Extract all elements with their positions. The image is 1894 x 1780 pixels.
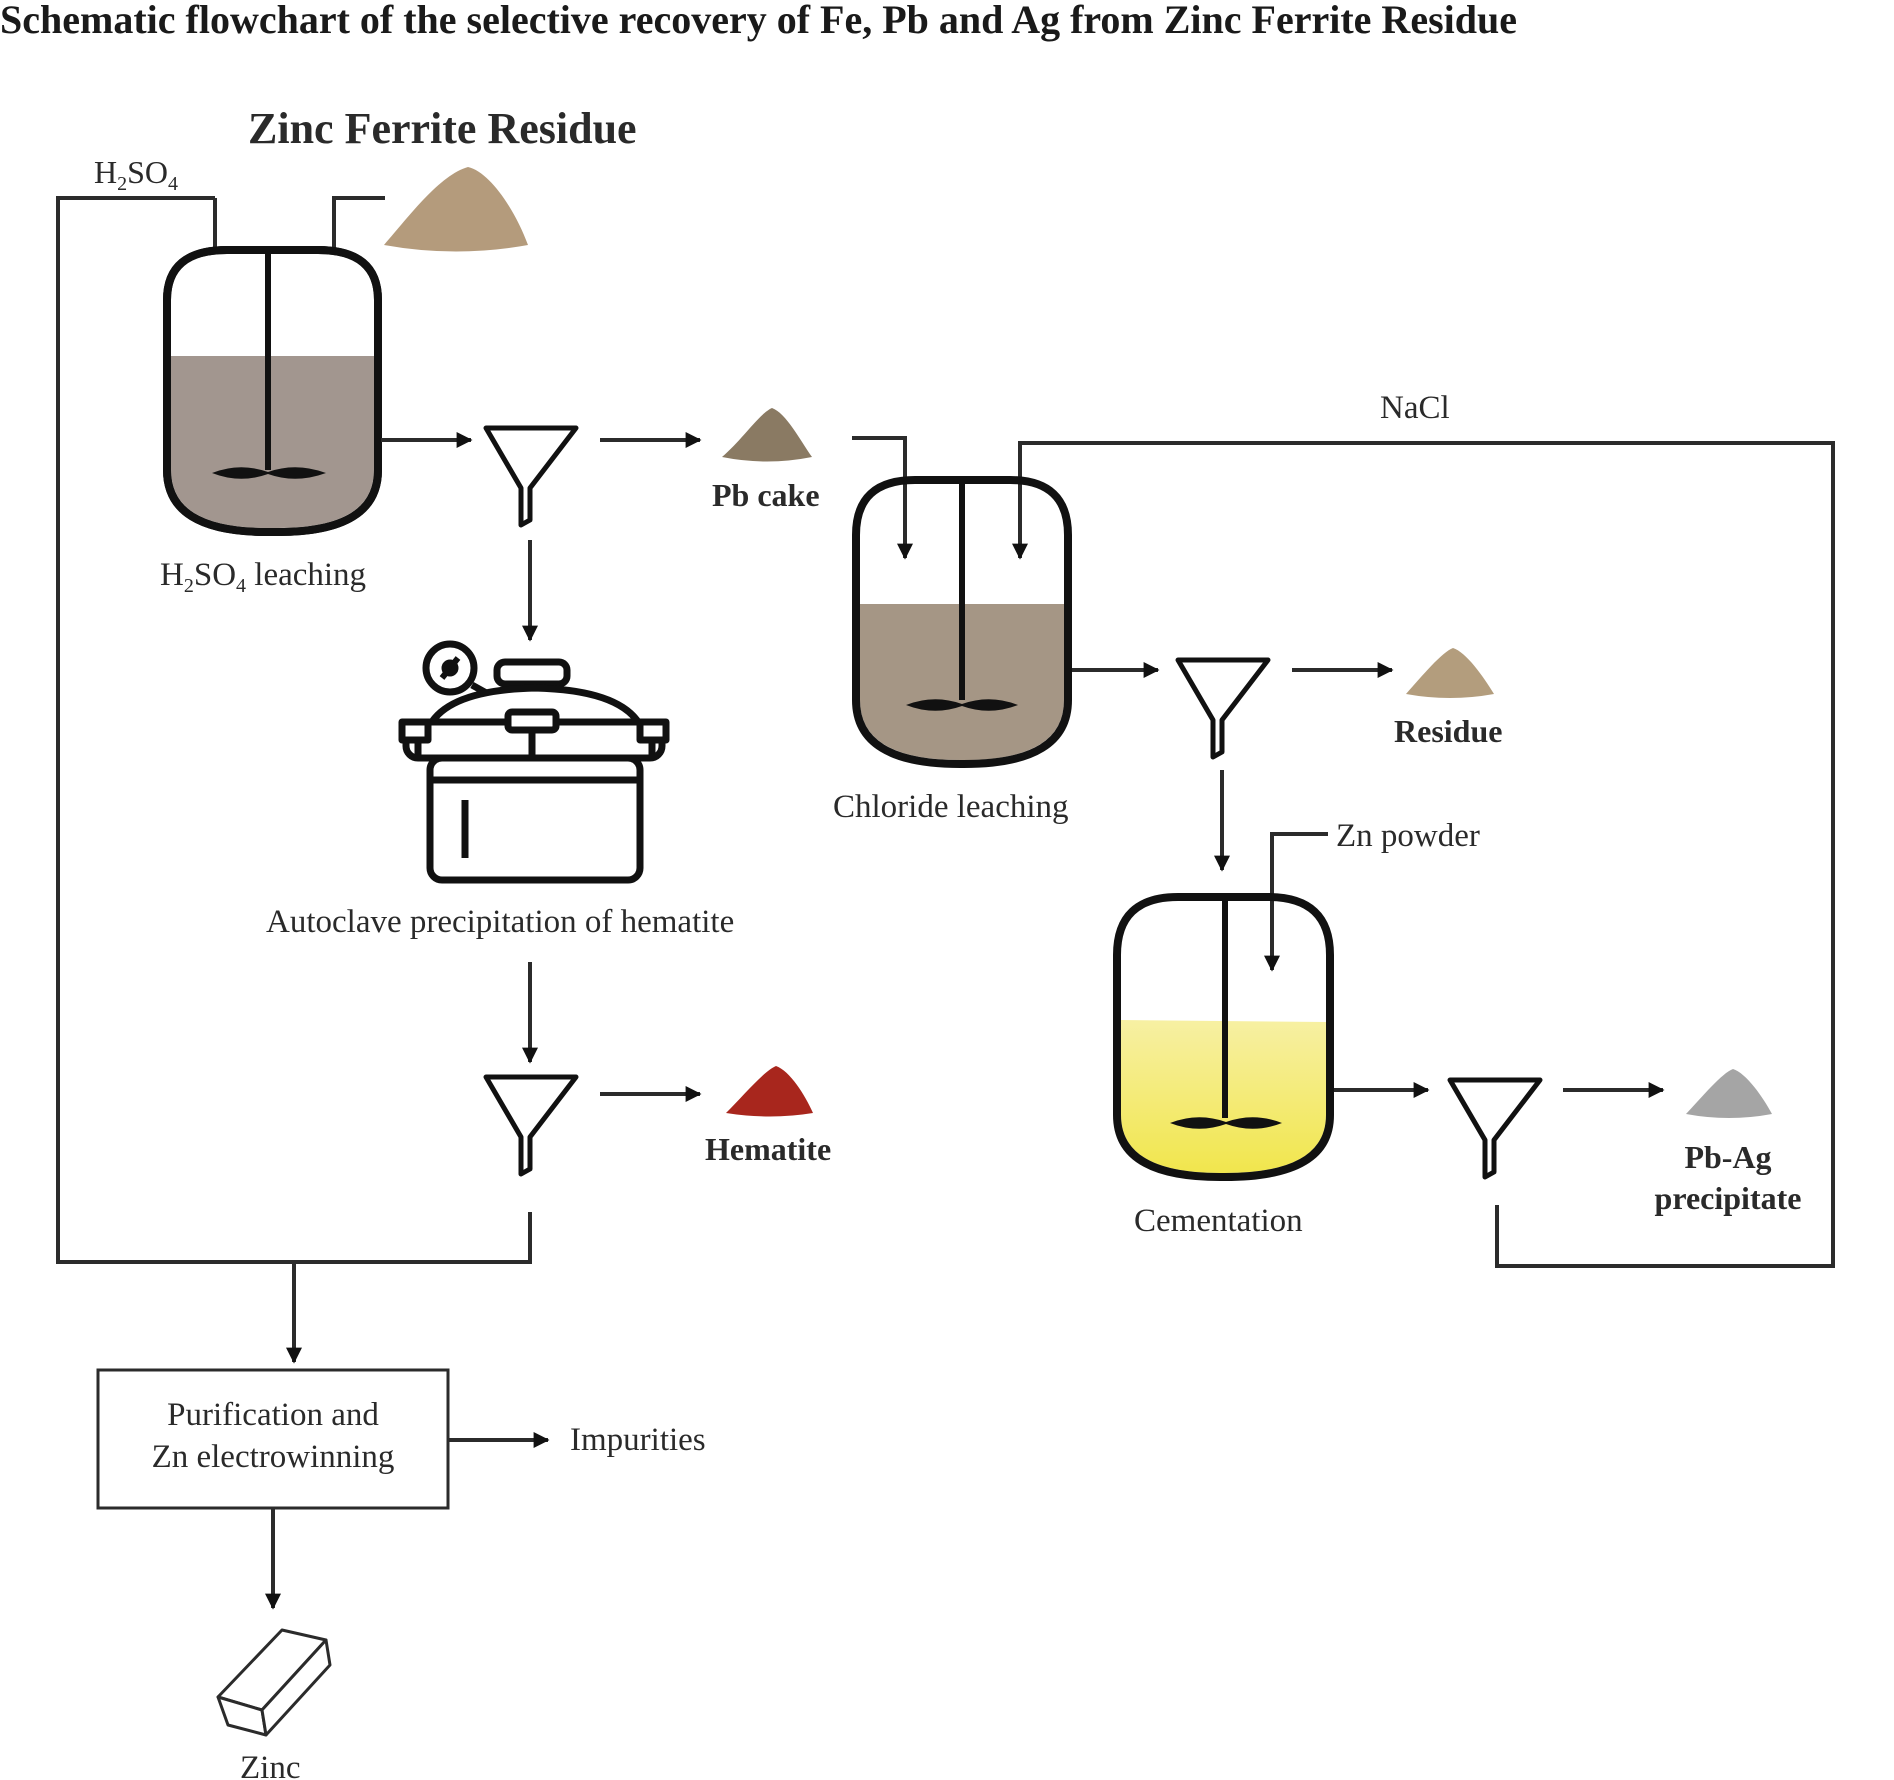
nacl-recycle-loop: [1018, 441, 1835, 1268]
pb-ag-label-line1: Pb-Ag: [1684, 1139, 1771, 1175]
purification-label-line1: Purification and: [167, 1397, 379, 1433]
recycle-loop-left: [56, 196, 532, 1264]
h2so4-reagent-label: H2SO4: [94, 154, 178, 195]
h2so4-leaching-reactor: [163, 246, 382, 536]
feed-heading: Zinc Ferrite Residue: [248, 104, 637, 153]
nacl-label: NaCl: [1380, 390, 1450, 426]
zn-powder-label: Zn powder: [1336, 818, 1480, 854]
impurities-label: Impurities: [570, 1422, 706, 1458]
chloride-leaching-label: Chloride leaching: [833, 789, 1069, 825]
figure-title: Schematic flowchart of the selective rec…: [0, 0, 1517, 42]
arrow-zn-powder-in: [1264, 832, 1328, 972]
cementation-reactor: [1113, 893, 1334, 1181]
cementation-label: Cementation: [1134, 1203, 1303, 1239]
autoclave-label: Autoclave precipitation of hematite: [266, 904, 734, 940]
chloride-leaching-reactor: [852, 476, 1072, 768]
pb-cake-label: Pb cake: [712, 477, 820, 513]
filter-2: [483, 1074, 579, 1177]
filter-1: [483, 425, 579, 528]
filter-4: [1447, 1077, 1543, 1180]
filter-3: [1175, 657, 1271, 760]
pb-ag-label-line2: precipitate: [1655, 1180, 1802, 1216]
residue-label: Residue: [1394, 713, 1502, 749]
hematite-label: Hematite: [705, 1131, 831, 1167]
zinc-label: Zinc: [240, 1750, 300, 1780]
h2so4-leaching-label: H2SO4 leaching: [160, 557, 366, 597]
autoclave-icon: [398, 640, 670, 884]
zinc-ferrite-residue-pile: [384, 167, 528, 252]
residue-pile: [1406, 648, 1494, 698]
hematite-pile: [726, 1066, 813, 1117]
purification-label-line2: Zn electrowinning: [152, 1439, 395, 1475]
zinc-ingot-icon: [216, 1628, 332, 1737]
arrow-pbcake-to-chloride: [852, 436, 913, 560]
pb-cake-pile: [722, 408, 812, 462]
pb-ag-precipitate-pile: [1686, 1069, 1772, 1118]
